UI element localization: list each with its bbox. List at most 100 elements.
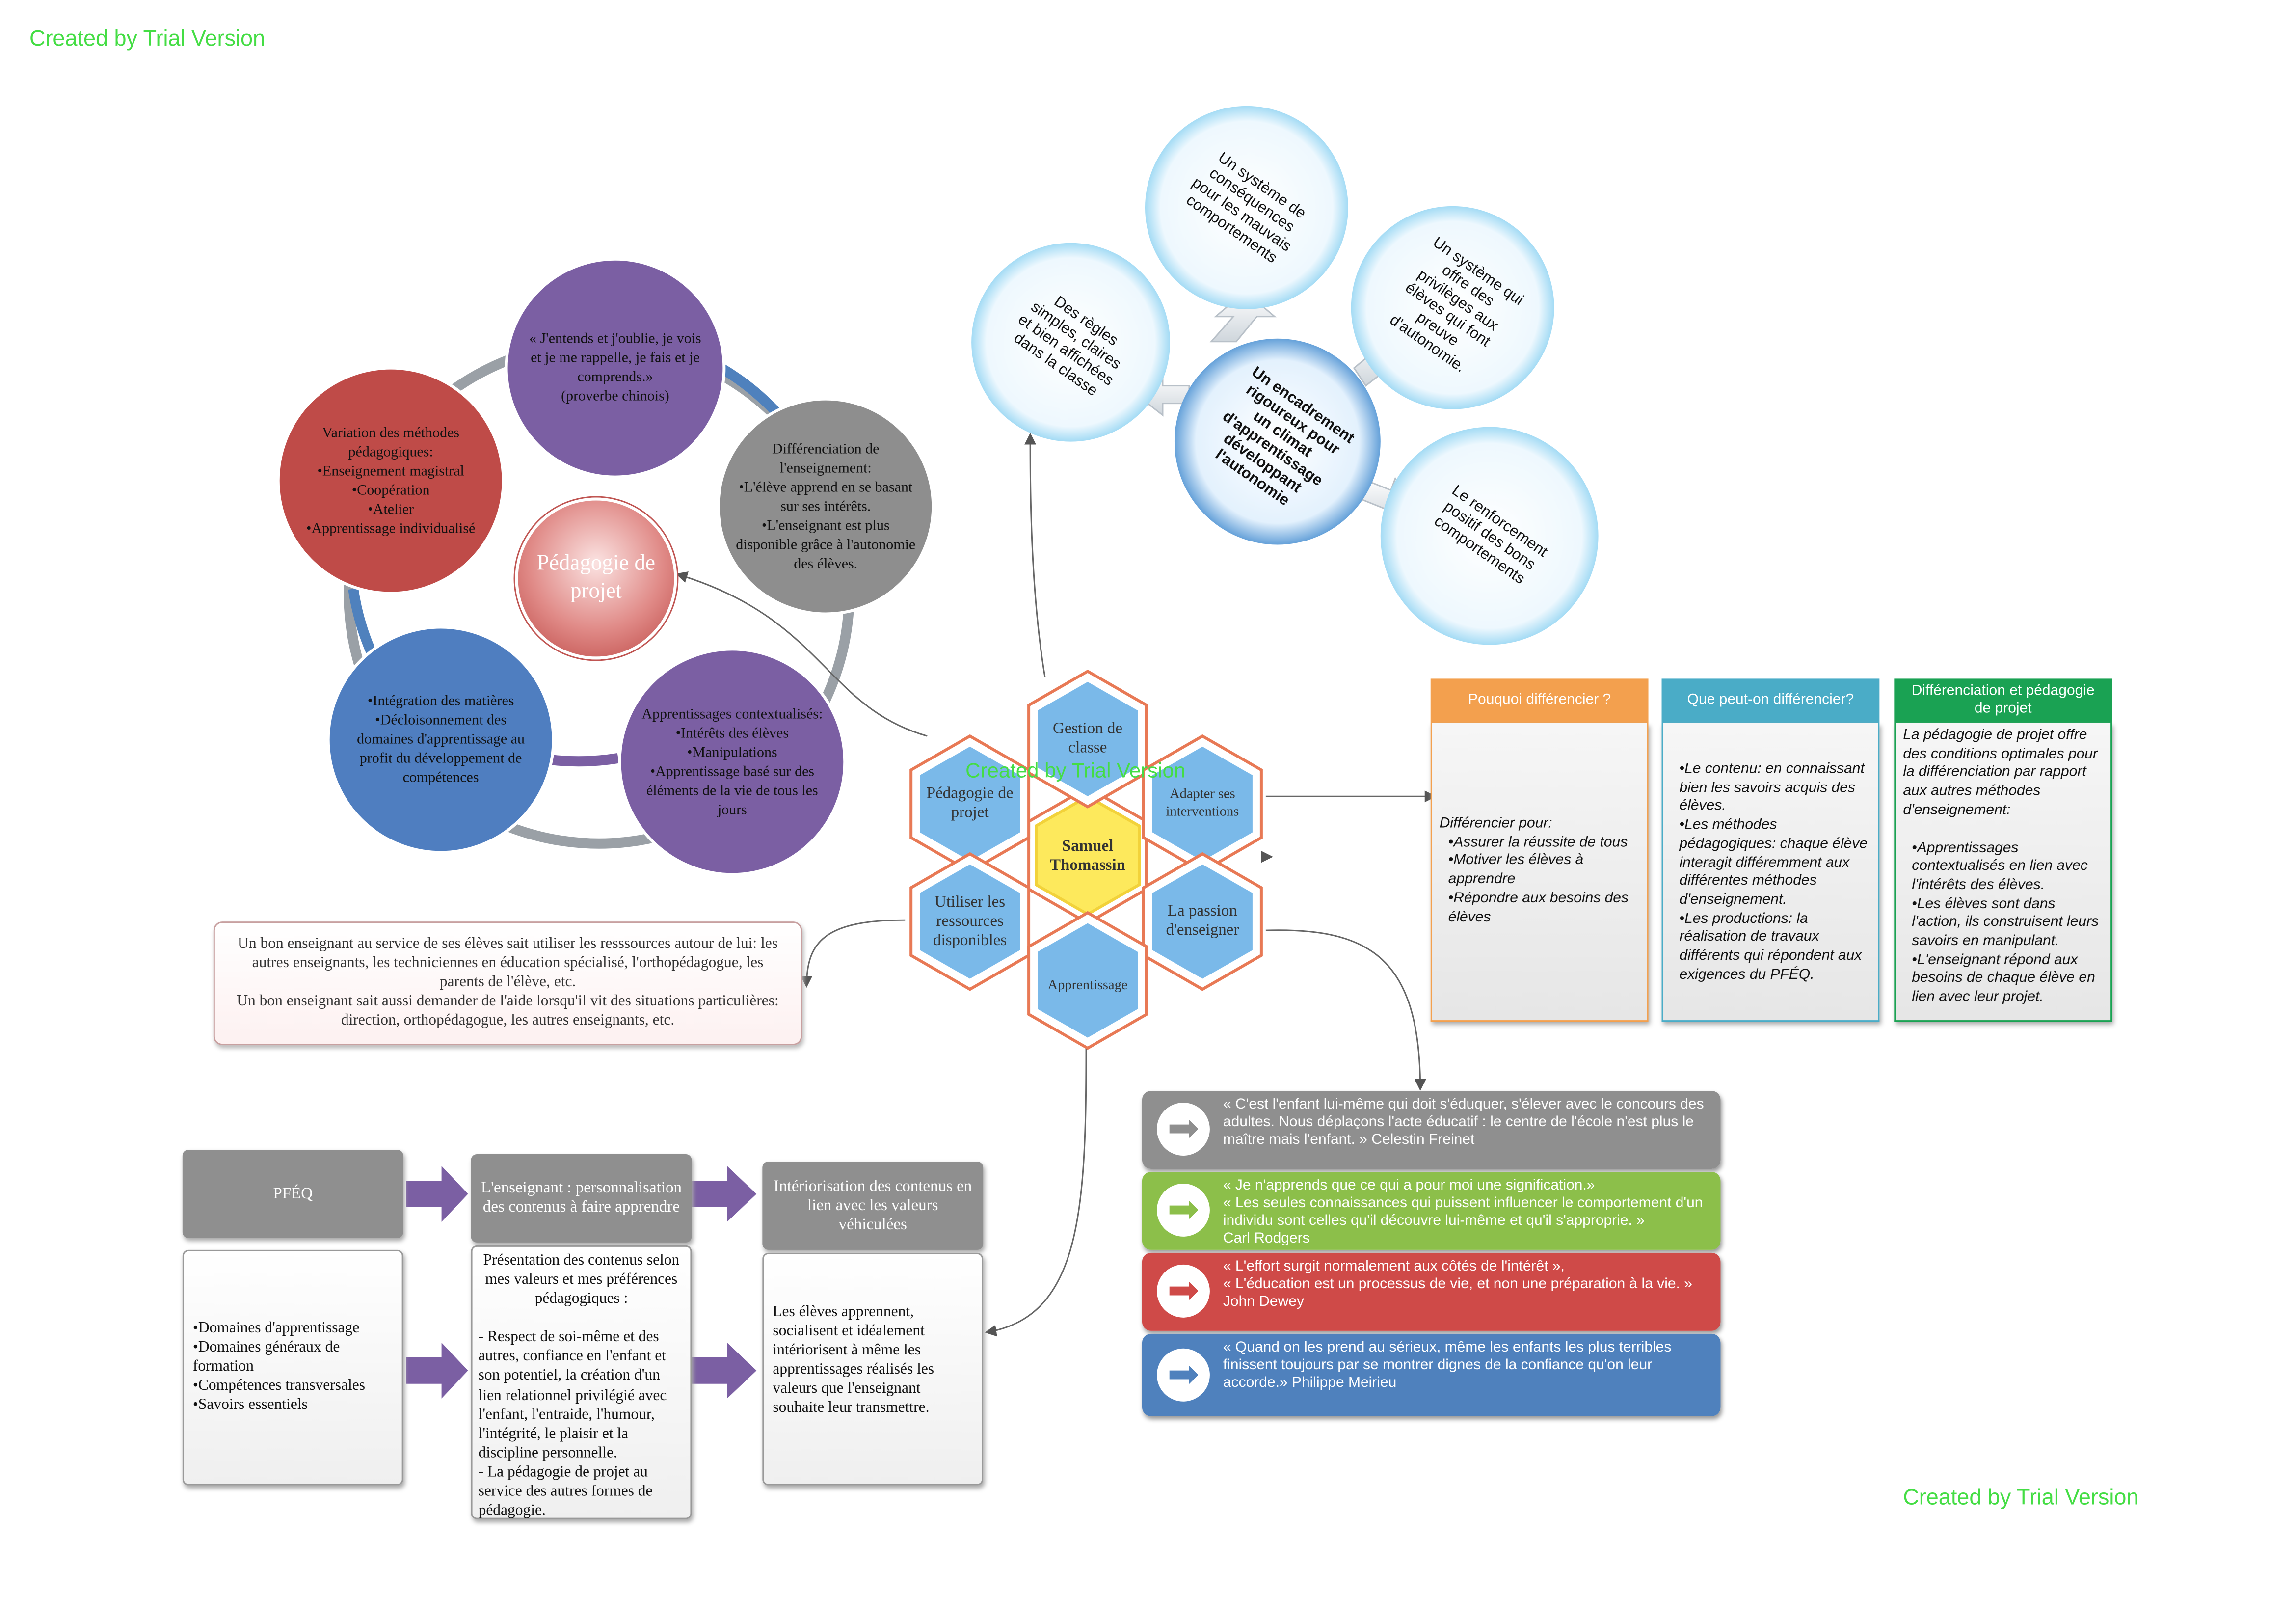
- variation-item: •Enseignement magistral: [306, 461, 476, 481]
- contexte-item-text: Intérêts des élèves: [681, 725, 789, 741]
- column-1-line: Différencier pour:: [1439, 815, 1552, 832]
- pfeq-header-1-text: PFÉQ: [273, 1184, 313, 1202]
- pfeq-header-1: PFÉQ: [182, 1149, 403, 1238]
- quote-card-4: ➡« Quand on les prend au sérieux, même l…: [1142, 1333, 1721, 1416]
- arrow-right-icon: ➡: [1156, 1348, 1210, 1402]
- quote-2-line: Carl Rodgers: [1223, 1230, 1310, 1247]
- pfeq-col2-line: Présentation des contenus selon mes vale…: [483, 1252, 680, 1308]
- bubble-renforcement: Le renforcement positif des bons comport…: [1380, 427, 1599, 645]
- quote-4-line: « Quand on les prend au sérieux, même le…: [1223, 1339, 1672, 1391]
- bullet-icon: •: [375, 712, 380, 729]
- bubble-regles-text: Des règles simples, claires et bien affi…: [1010, 292, 1124, 400]
- pfeq-col1-line: •Savoirs essentiels: [192, 1397, 308, 1413]
- cycle-node-contexte: Apprentissages contextualisés: • Intérêts…: [618, 648, 847, 876]
- arrow-right-icon: ➡: [1156, 1183, 1210, 1237]
- pfeq-col2-line: - La pédagogie de projet au service des …: [478, 1464, 653, 1520]
- bubble-privileges: Un système qui offre des privilèges aux …: [1351, 206, 1554, 409]
- pfeq-col3-line: Les élèves apprennent, socialisent et id…: [773, 1304, 934, 1416]
- hex-gestion-label: Gestion de classe: [1053, 720, 1123, 757]
- column-1-line: •Assurer la réussite de tous: [1448, 834, 1628, 851]
- cycle-node-quote: « J'entends et j'oublie, je vois et je m…: [505, 257, 726, 479]
- cycle-node-variation: Variation des méthodes pédagogiques: •En…: [276, 366, 505, 595]
- watermark-bottom-right: Created by Trial Version: [1903, 1485, 2139, 1511]
- arrow-right-icon: ➡: [1156, 1264, 1210, 1318]
- pfeq-col2-line: - Respect de soi-même et des autres, con…: [478, 1329, 667, 1462]
- bubble-encadrement-center-text: Un encadrement rigoureux pour un climat …: [1212, 363, 1358, 510]
- bullet-icon: •: [650, 763, 656, 780]
- contexte-title: Apprentissages contextualisés:: [641, 705, 823, 722]
- column-body-2: •Le contenu: en connaissant bien les sav…: [1661, 723, 1880, 1022]
- ressources-line: Un bon enseignant sait aussi demander de…: [237, 994, 779, 1029]
- watermark-center: Created by Trial Version: [965, 758, 1186, 782]
- integration-item: •Intégration des matières: [350, 692, 532, 711]
- variation-item-text: Atelier: [373, 501, 414, 518]
- hex-pedagogie-label: Pédagogie de projet: [926, 785, 1014, 822]
- column-3-line: •Les élèves sont dans l'action, ils cons…: [1912, 896, 2099, 950]
- quote-card-2: ➡ « Je n'apprends que ce qui a pour moi u…: [1142, 1171, 1721, 1250]
- watermark-top-left: Created by Trial Version: [29, 26, 266, 52]
- bullet-icon: •: [351, 482, 357, 499]
- column-3-line: •Apprentissages contextualisés en lien a…: [1912, 839, 2088, 893]
- integration-item: •Décloisonnement des domaines d'apprenti…: [350, 711, 532, 787]
- cycle-node-integration: •Intégration des matières•Décloisonnemen…: [326, 625, 555, 854]
- quote-3-line: « L'effort surgit normalement aux côtés …: [1223, 1258, 1565, 1275]
- diff-item: •L'enseignant est plus disponible grâce …: [734, 516, 917, 573]
- variation-item-text: Apprentissage individualisé: [311, 520, 476, 537]
- quote-2-line: « Je n'apprends que ce qui a pour moi un…: [1223, 1177, 1595, 1194]
- hex-passion-label: La passion d'enseigner: [1166, 902, 1239, 940]
- hex-ressources-label: Utiliser les ressources disponibles: [933, 893, 1007, 949]
- hexagon-cluster: [909, 669, 1263, 1050]
- purple-arrow-1: [406, 1165, 468, 1222]
- pfeq-col1-line: •Domaines généraux de formation: [192, 1339, 340, 1375]
- variation-item: •Atelier: [306, 500, 476, 519]
- pfeq-header-3-text: Intériorisation des contenus en lien ave…: [774, 1177, 972, 1233]
- bubble-privileges-text: Un système qui offre des privilèges aux …: [1386, 234, 1527, 377]
- contexte-item-text: Manipulations: [692, 744, 777, 760]
- diff-item-text: L'élève apprend en se basant sur ses int…: [744, 479, 913, 515]
- quote-line: « J'entends et j'oublie, je vois et je m…: [529, 331, 701, 386]
- integration-item-text: Intégration des matières: [373, 693, 514, 710]
- diff-title: Différenciation de l'enseignement:: [772, 441, 880, 477]
- bullet-icon: •: [306, 520, 312, 537]
- cycle-center-label: Pédagogie de projet: [536, 552, 655, 604]
- pfeq-col2-line: [479, 1309, 685, 1328]
- pfeq-body-1: •Domaines d'apprentissage •Domaines génér…: [182, 1249, 403, 1486]
- column-1-line: •Motiver les élèves à apprendre: [1448, 853, 1584, 888]
- variation-item-text: Enseignement magistral: [322, 463, 464, 480]
- arrow-right-icon: ➡: [1156, 1103, 1210, 1156]
- column-header-1: Pouquoi différencier ?: [1430, 678, 1649, 723]
- pfeq-body-2: Présentation des contenus selon mes vale…: [471, 1245, 692, 1519]
- pfeq-body-3: Les élèves apprennent, socialisent et id…: [762, 1252, 984, 1486]
- variation-title: Variation des méthodes pédagogiques:: [322, 425, 460, 460]
- column-body-3: La pédagogie de projet offre des conditi…: [1894, 723, 2112, 1022]
- pfeq-header-2-text: L'enseignant : personnalisation des cont…: [481, 1179, 682, 1216]
- column-2-line: •Les méthodes pédagogiques: chaque élève…: [1679, 817, 1868, 908]
- variation-item: •Coopération: [306, 481, 476, 500]
- column-3-line: La pédagogie de projet offre des conditi…: [1903, 727, 2098, 818]
- bullet-icon: •: [739, 479, 744, 496]
- contexte-item: •Apprentissage basé sur des éléments de …: [636, 762, 828, 819]
- diff-item-text: L'enseignant est plus disponible grâce à…: [736, 517, 916, 572]
- cycle-center-node: Pédagogie de projet: [515, 497, 677, 660]
- hex-adapter-label: Adapter ses interventions: [1166, 787, 1239, 820]
- ressources-line: Un bon enseignant au service de ses élèv…: [238, 936, 778, 991]
- quote-1-line: « C'est l'enfant lui-même qui doit s'édu…: [1223, 1097, 1704, 1148]
- column-3-line: •L'enseignant répond aux besoins de chaq…: [1912, 952, 2095, 1006]
- hex-apprentissage-label: Apprentissage: [1047, 979, 1128, 994]
- column-header-2: Que peut-on différencier?: [1661, 678, 1880, 723]
- integration-item-text: Décloisonnement des domaines d'apprentis…: [357, 712, 525, 786]
- bubble-consequences: Un système de conséquences pour les mauv…: [1145, 106, 1348, 309]
- bullet-icon: •: [687, 744, 693, 760]
- column-2-line: •Les productions: la réalisation de trav…: [1679, 911, 1862, 983]
- bullet-icon: •: [761, 517, 767, 534]
- quote-2-line: « Les seules connaissances qui puissent …: [1223, 1195, 1703, 1229]
- quote-card-1: ➡ « C'est l'enfant lui-même qui doit s'éd…: [1142, 1091, 1721, 1169]
- hex-center-label: Samuel Thomassin: [1050, 838, 1126, 875]
- bubble-consequences-text: Un système de conséquences pour les mauv…: [1182, 149, 1309, 268]
- pfeq-col1-line: •Domaines d'apprentissage: [192, 1320, 360, 1337]
- contexte-item: •Manipulations: [636, 743, 828, 762]
- bullet-icon: •: [368, 501, 373, 518]
- variation-item-text: Coopération: [357, 482, 430, 499]
- pfeq-col1-line: •Compétences transversales: [192, 1378, 366, 1394]
